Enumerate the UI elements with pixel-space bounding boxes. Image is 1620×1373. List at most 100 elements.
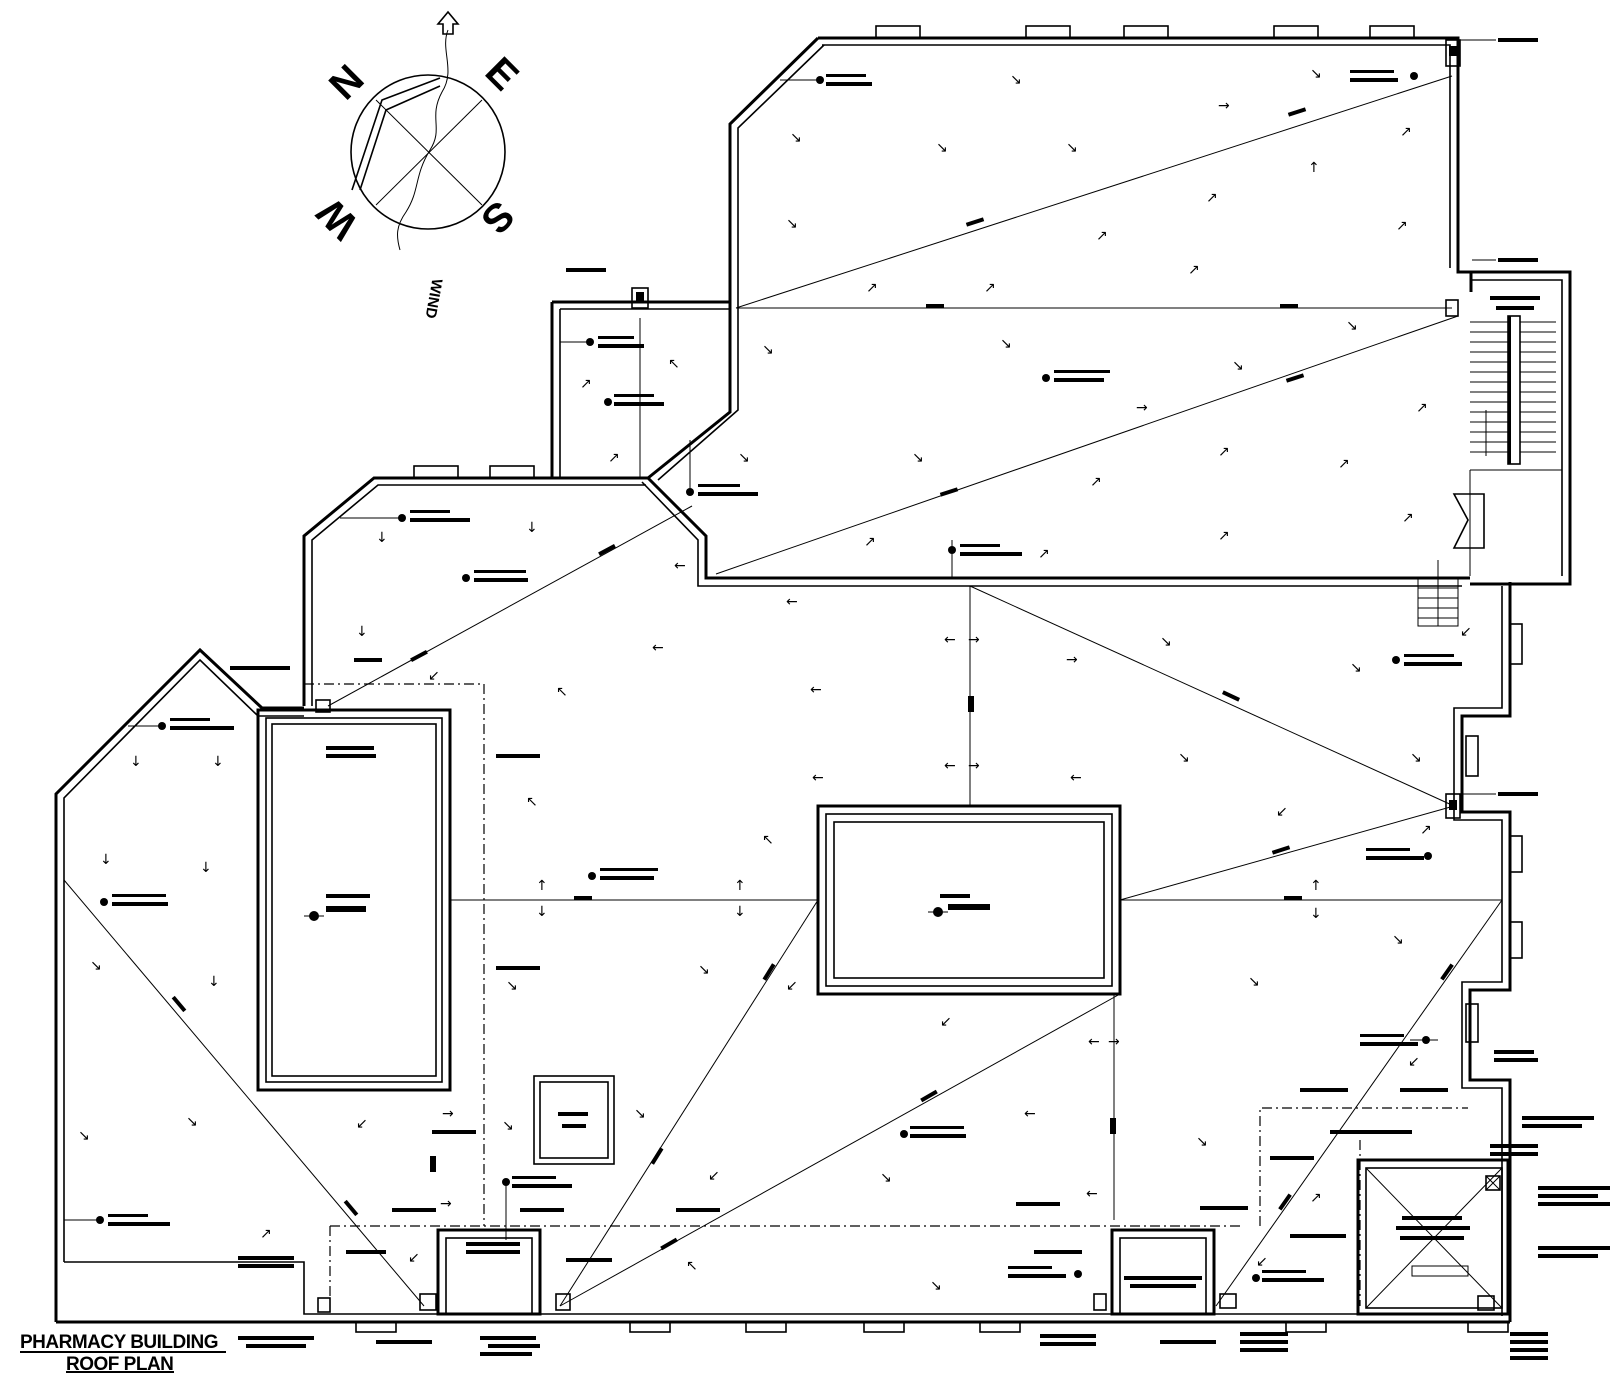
compass-north-label: N — [321, 57, 373, 109]
svg-text:↗: ↗ — [1090, 474, 1102, 490]
svg-text:↘: ↘ — [1350, 660, 1362, 676]
svg-text:←: ← — [652, 640, 664, 656]
svg-text:←: ← — [812, 770, 824, 786]
svg-text:↗: ↗ — [1338, 456, 1350, 472]
svg-text:↓: ↓ — [526, 520, 538, 536]
svg-text:↘: ↘ — [912, 450, 924, 466]
svg-text:↖: ↖ — [762, 832, 774, 848]
svg-text:↑: ↑ — [734, 878, 746, 894]
svg-text:↘: ↘ — [1000, 336, 1012, 352]
svg-text:→: → — [1108, 1034, 1120, 1050]
svg-text:↗: ↗ — [1402, 510, 1414, 526]
svg-text:←: ← — [810, 682, 822, 698]
svg-text:↙: ↙ — [786, 978, 798, 994]
svg-text:↗: ↗ — [1310, 1190, 1322, 1206]
svg-text:↓: ↓ — [200, 860, 212, 876]
svg-text:↙: ↙ — [1256, 1254, 1268, 1270]
svg-text:↘: ↘ — [930, 1278, 942, 1294]
svg-text:↖: ↖ — [668, 356, 680, 372]
svg-text:↗: ↗ — [608, 450, 620, 466]
svg-text:←: ← — [674, 558, 686, 574]
svg-text:↓: ↓ — [208, 974, 220, 990]
svg-text:↗: ↗ — [1188, 262, 1200, 278]
svg-text:↘: ↘ — [1178, 750, 1190, 766]
svg-text:↙: ↙ — [1408, 1054, 1420, 1070]
dashed-lines — [304, 683, 1468, 1306]
svg-text:→: → — [442, 1106, 454, 1122]
svg-text:↗: ↗ — [1396, 218, 1408, 234]
svg-text:→: → — [1066, 652, 1078, 668]
svg-text:↓: ↓ — [1310, 906, 1322, 922]
svg-text:↗: ↗ — [864, 534, 876, 550]
skylight-center — [816, 804, 1122, 996]
compass-south-label: S — [472, 192, 522, 242]
svg-text:↓: ↓ — [130, 754, 142, 770]
svg-text:↘: ↘ — [1232, 358, 1244, 374]
svg-text:↘: ↘ — [738, 450, 750, 466]
svg-text:↘: ↘ — [698, 962, 710, 978]
drawing-subtitle: ROOF PLAN — [66, 1354, 173, 1373]
svg-text:→: → — [1218, 98, 1230, 114]
svg-text:↘: ↘ — [1346, 318, 1358, 334]
svg-text:↘: ↘ — [762, 342, 774, 358]
svg-text:↗: ↗ — [1038, 546, 1050, 562]
slope-arrows: ↘↘→ ↘↘↘ ↗↑↗ ↘↗↗ ↗↗↗ ↘↘↘ ↘→↗ ↘↘↗ ↗↗↗ ↗↗↗ … — [78, 66, 1472, 1294]
wind-arrow-icon — [436, 10, 460, 35]
ridge-lines — [63, 75, 1503, 1307]
svg-text:←: ← — [1024, 1106, 1036, 1122]
svg-text:↘: ↘ — [1410, 750, 1422, 766]
svg-text:→: → — [1136, 400, 1148, 416]
roof-drains — [315, 39, 1495, 1313]
svg-text:↖: ↖ — [556, 684, 568, 700]
svg-text:↘: ↘ — [1010, 72, 1022, 88]
svg-text:←: ← — [786, 594, 798, 610]
svg-text:↙: ↙ — [428, 668, 440, 684]
drawing-title-block: PHARMACY BUILDING ROOF PLAN — [20, 1332, 226, 1373]
svg-text:↗: ↗ — [580, 376, 592, 392]
svg-text:↘: ↘ — [790, 130, 802, 146]
svg-text:↘: ↘ — [634, 1106, 646, 1122]
svg-text:↑: ↑ — [536, 878, 548, 894]
skylight-left — [256, 708, 452, 1092]
svg-text:→: → — [968, 758, 980, 774]
svg-text:↙: ↙ — [1460, 624, 1472, 640]
wind-label: WIND — [422, 277, 446, 319]
svg-text:↙: ↙ — [940, 1014, 952, 1030]
svg-text:↘: ↘ — [1066, 140, 1078, 156]
svg-text:↘: ↘ — [1248, 974, 1260, 990]
svg-text:↙: ↙ — [708, 1168, 720, 1184]
svg-text:↘: ↘ — [1196, 1134, 1208, 1150]
svg-text:↘: ↘ — [936, 140, 948, 156]
svg-text:←: ← — [1086, 1186, 1098, 1202]
svg-text:↖: ↖ — [686, 1258, 698, 1274]
svg-text:↙: ↙ — [408, 1250, 420, 1266]
svg-text:↘: ↘ — [186, 1114, 198, 1130]
svg-text:↖: ↖ — [526, 794, 538, 810]
stair-tower — [1417, 296, 1562, 627]
svg-text:↗: ↗ — [1416, 400, 1428, 416]
svg-text:↗: ↗ — [1218, 528, 1230, 544]
svg-text:↘: ↘ — [1160, 634, 1172, 650]
svg-text:↓: ↓ — [356, 624, 368, 640]
callout-notes — [64, 38, 1610, 1360]
svg-text:↙: ↙ — [356, 1116, 368, 1132]
svg-text:↑: ↑ — [1308, 160, 1320, 176]
svg-text:↗: ↗ — [984, 280, 996, 296]
svg-text:↗: ↗ — [260, 1226, 272, 1242]
svg-text:↘: ↘ — [90, 958, 102, 974]
building-outline — [54, 25, 1572, 1333]
compass-east-label: E — [477, 49, 527, 99]
svg-text:↘: ↘ — [502, 1118, 514, 1134]
svg-text:↘: ↘ — [1310, 66, 1322, 82]
compass-west-label: W — [309, 189, 367, 247]
svg-text:↗: ↗ — [1096, 228, 1108, 244]
svg-text:↑: ↑ — [1310, 878, 1322, 894]
svg-text:←: ← — [944, 632, 956, 648]
svg-text:↘: ↘ — [880, 1170, 892, 1186]
svg-text:↓: ↓ — [536, 904, 548, 920]
compass-circle — [350, 74, 506, 230]
roof-hatch — [533, 1075, 615, 1165]
svg-text:↙: ↙ — [1276, 804, 1288, 820]
svg-text:↗: ↗ — [866, 280, 878, 296]
